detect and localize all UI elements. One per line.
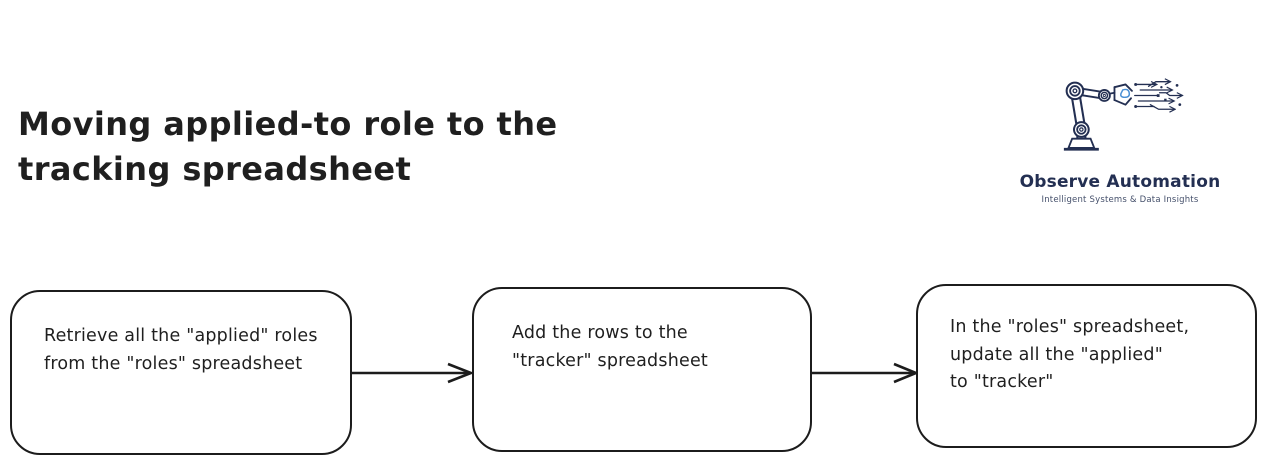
step-text-line: to "tracker" (950, 372, 1054, 392)
page-title-line-1: Moving applied-to role to the (18, 105, 558, 143)
step-text-line: In the "roles" spreadsheet, (950, 317, 1190, 337)
step-text-line: Add the rows to the (512, 323, 688, 343)
flow-step-add-rows: Add the rows to the "tracker" spreadshee… (472, 287, 812, 452)
step-text-line: from the "roles" spreadsheet (44, 353, 303, 374)
page-title: Moving applied-to role to the tracking s… (18, 102, 558, 192)
page-title-line-2: tracking spreadsheet (18, 150, 412, 188)
logo: Observe Automation Intelligent Systems &… (1000, 78, 1240, 205)
logo-tagline: Intelligent Systems & Data Insights (1041, 195, 1199, 205)
robot-arm-circuit-icon (1063, 78, 1205, 151)
step-text-line: "tracker" spreadsheet (512, 350, 708, 371)
step-text-line: Retrieve all the "applied" roles (44, 326, 318, 346)
logo-name: Observe Automation (1019, 172, 1221, 192)
arrow-right-icon (811, 362, 920, 384)
arrow-right-icon (351, 362, 475, 384)
flow-step-update-status: In the "roles" spreadsheet, update all t… (916, 284, 1257, 448)
step-text-line: update all the "applied" (950, 344, 1163, 365)
flow-step-retrieve-roles: Retrieve all the "applied" roles from th… (10, 290, 352, 455)
